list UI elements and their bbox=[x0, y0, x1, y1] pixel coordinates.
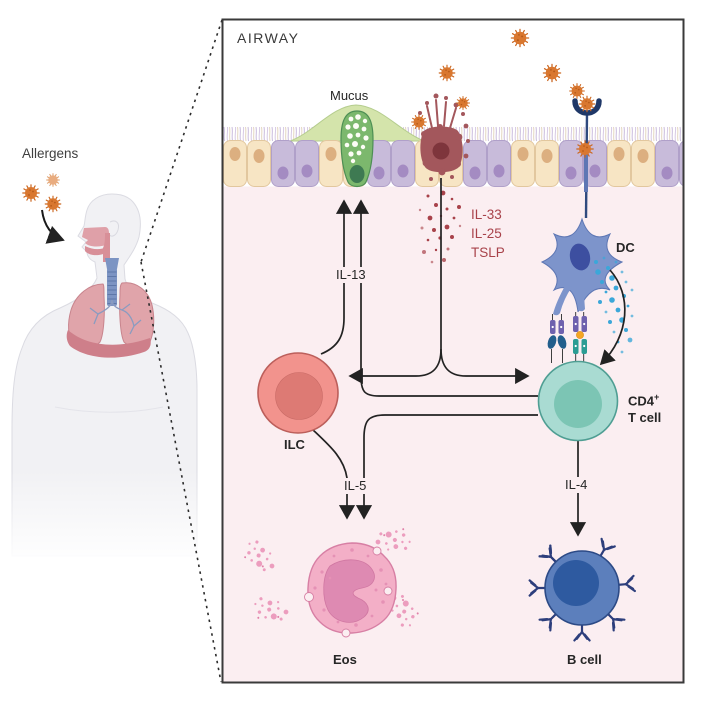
ilc-cell bbox=[257, 352, 339, 434]
il5-arrow-from-tcell bbox=[355, 414, 538, 520]
damaged-epithelial-cell bbox=[418, 93, 470, 181]
b-cell bbox=[528, 537, 636, 642]
trachea bbox=[107, 268, 117, 306]
bronchi bbox=[89, 299, 142, 335]
diaphragm bbox=[66, 330, 151, 358]
il13-label: IL-13 bbox=[333, 267, 369, 284]
il33-label: IL-33 bbox=[471, 207, 502, 222]
alarmin-labels: IL-33 IL-25 TSLP bbox=[471, 205, 505, 262]
oral-cavity bbox=[85, 246, 106, 256]
dendritic-cell bbox=[540, 217, 624, 316]
allergen-capture-receptor bbox=[572, 98, 602, 116]
dc-to-tcell-arrow bbox=[599, 269, 626, 366]
body-silhouette bbox=[11, 193, 198, 557]
alarmin-arrow-to-tcell bbox=[440, 348, 530, 385]
mhc-tcr-synapse bbox=[547, 312, 587, 365]
inset-frame bbox=[221, 18, 685, 684]
ear bbox=[108, 220, 119, 237]
airway-inset-panel bbox=[221, 18, 685, 684]
inset-callout-lines bbox=[140, 19, 223, 683]
body-fade bbox=[4, 470, 206, 566]
dc-label: DC bbox=[616, 240, 635, 255]
lung-right bbox=[119, 282, 155, 348]
allergen-particles-left bbox=[22, 173, 62, 213]
il13-arrow-from-tcell bbox=[352, 199, 538, 397]
cd4-t-cell bbox=[537, 360, 619, 442]
nasal-cavity bbox=[82, 227, 109, 247]
tslp-label: TSLP bbox=[471, 245, 505, 260]
il13-arrow-from-ilc bbox=[320, 199, 353, 355]
il25-label: IL-25 bbox=[471, 226, 502, 241]
human-body-illustration bbox=[4, 193, 206, 566]
eos-label: Eos bbox=[333, 652, 357, 667]
alarmin-droplets bbox=[418, 190, 462, 264]
signal-arrows bbox=[311, 178, 626, 537]
b-cell-label: B cell bbox=[567, 652, 602, 667]
eos-nucleus bbox=[323, 559, 375, 623]
cd4-t-cell-label: CD4+ T cell bbox=[628, 392, 662, 426]
allergens-label: Allergens bbox=[22, 146, 79, 161]
waist-crease bbox=[54, 406, 164, 413]
il4-label: IL-4 bbox=[562, 477, 591, 494]
inhalation-arrow bbox=[41, 209, 65, 244]
ilc-label: ILC bbox=[284, 437, 305, 452]
larynx bbox=[105, 258, 119, 269]
goblet-cell bbox=[340, 110, 374, 188]
antigen-dot bbox=[576, 331, 584, 339]
il5-arrow-from-ilc bbox=[311, 428, 356, 520]
pharynx bbox=[103, 233, 110, 262]
mucus-label: Mucus bbox=[330, 88, 369, 103]
airway-title: AIRWAY bbox=[237, 30, 300, 46]
il5-label: IL-5 bbox=[341, 478, 370, 495]
eosinophil-cell bbox=[242, 520, 424, 638]
